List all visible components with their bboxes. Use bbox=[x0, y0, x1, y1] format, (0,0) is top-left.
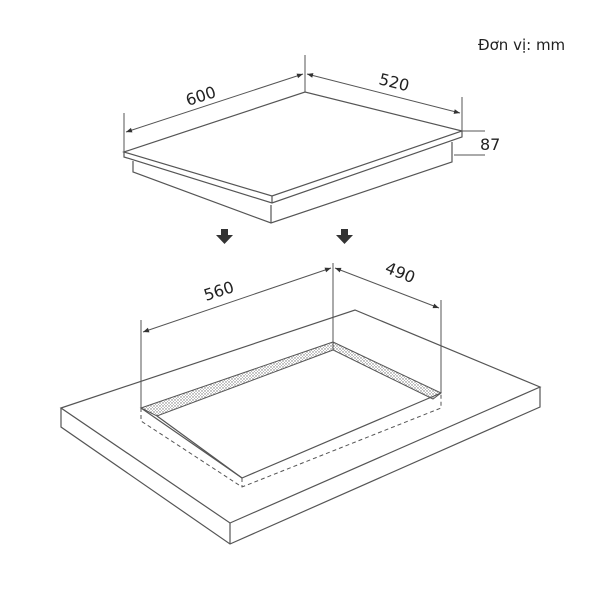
hob-body bbox=[132, 142, 453, 224]
hob-height-label: 87 bbox=[480, 135, 500, 154]
hob-width-dimension bbox=[125, 73, 304, 133]
down-arrow-right-icon bbox=[336, 229, 353, 244]
countertop bbox=[59, 309, 542, 545]
cutout-depth-label: 490 bbox=[383, 258, 418, 287]
hob-depth-dimension bbox=[306, 73, 461, 114]
cutout-opening: 560 490 bbox=[139, 258, 442, 488]
unit-label: Đơn vị: mm bbox=[478, 36, 566, 54]
hob-top-surface bbox=[121, 91, 465, 197]
hob-unit: 600 520 87 bbox=[121, 55, 500, 224]
hob-depth-label: 520 bbox=[377, 69, 411, 95]
countertop-top-surface bbox=[59, 309, 542, 524]
cutout-width-label: 560 bbox=[201, 277, 236, 305]
hob-width-label: 600 bbox=[183, 82, 218, 110]
cutout-depth-dimension bbox=[334, 267, 440, 309]
cutout-width-dimension bbox=[142, 267, 332, 333]
down-arrow-left-icon bbox=[216, 229, 233, 244]
